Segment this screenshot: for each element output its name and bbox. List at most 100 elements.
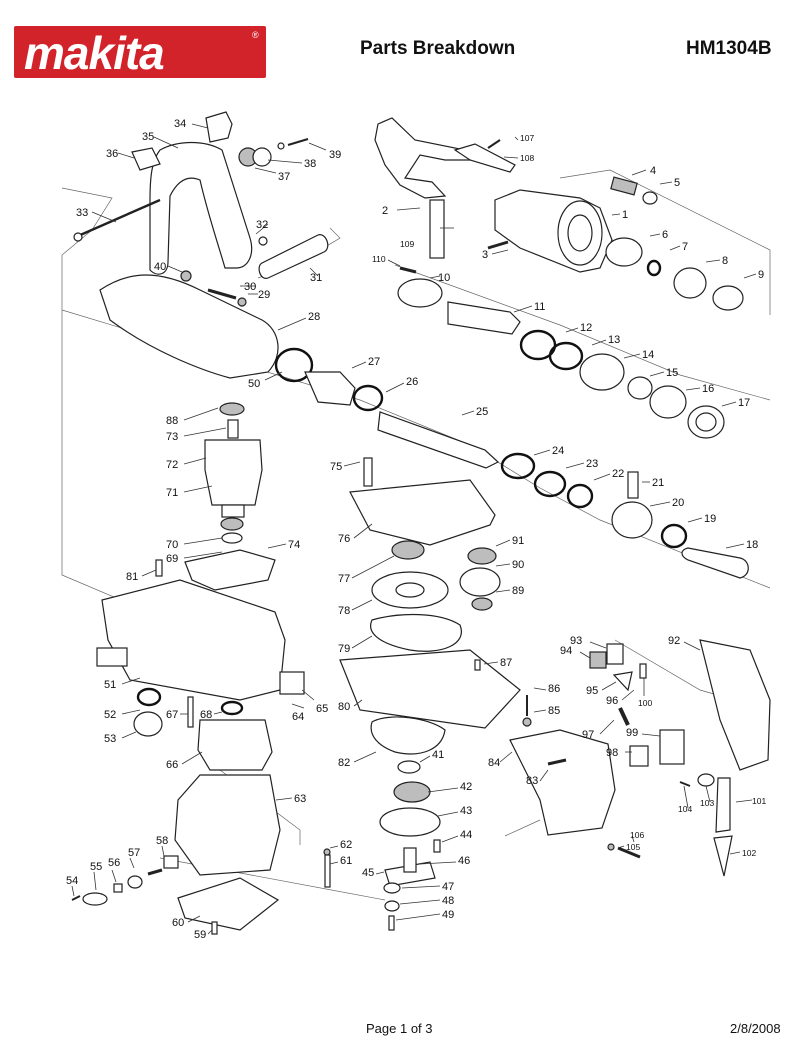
part-label: 29 <box>258 289 270 301</box>
part-label: 45 <box>362 867 374 879</box>
part-label: 19 <box>704 513 716 525</box>
handle-switch-assembly <box>509 639 771 877</box>
part-label: 11 <box>534 301 545 313</box>
part-label: 77 <box>338 573 350 585</box>
part-label: 76 <box>338 533 350 545</box>
page-title: Parts Breakdown <box>360 38 516 59</box>
part-label: 53 <box>104 733 116 745</box>
part-label: 28 <box>308 311 320 323</box>
document-date: 2/8/2008 <box>730 1021 781 1036</box>
part-label: 4 <box>650 165 656 177</box>
part-label: 106 <box>630 830 644 840</box>
part-label: 56 <box>108 857 120 869</box>
part-label: 85 <box>548 705 560 717</box>
part-label: 57 <box>128 847 140 859</box>
part-label: 36 <box>106 148 118 160</box>
part-label: 33 <box>76 207 88 219</box>
part-label: 94 <box>560 645 572 657</box>
makita-logo: makita ® <box>14 26 266 78</box>
part-label: 20 <box>672 497 684 509</box>
part-label: 21 <box>652 477 664 489</box>
part-label: 89 <box>512 585 524 597</box>
part-label: 71 <box>166 487 178 499</box>
part-label: 84 <box>488 757 500 769</box>
part-label: 27 <box>368 356 380 368</box>
part-label: 103 <box>700 798 714 808</box>
part-label: 3 <box>482 249 488 261</box>
part-label: 61 <box>340 855 352 867</box>
part-label: 1 <box>622 209 628 221</box>
part-label: 83 <box>526 775 538 787</box>
part-label: 107 <box>520 133 534 143</box>
part-label: 25 <box>476 406 488 418</box>
part-label: 62 <box>340 839 352 851</box>
part-labels: 34 35 36 39 38 37 33 32 31 40 30 29 28 5… <box>66 118 766 941</box>
part-label: 26 <box>406 376 418 388</box>
registered-mark: ® <box>252 30 259 40</box>
part-label: 60 <box>172 917 184 929</box>
gear-assembly <box>339 457 521 931</box>
part-label: 109 <box>400 239 414 249</box>
part-label: 90 <box>512 559 524 571</box>
part-label: 6 <box>662 229 668 241</box>
part-label: 72 <box>166 459 178 471</box>
part-label: 92 <box>668 635 680 647</box>
part-label: 52 <box>104 709 116 721</box>
part-label: 23 <box>586 458 598 470</box>
part-label: 69 <box>166 553 178 565</box>
part-label: 46 <box>458 855 470 867</box>
barrel-assembly <box>99 274 749 579</box>
part-label: 75 <box>330 461 342 473</box>
part-label: 74 <box>288 539 300 551</box>
part-label: 105 <box>626 842 640 852</box>
part-label: 24 <box>552 445 564 457</box>
part-label: 50 <box>248 378 260 390</box>
part-label: 47 <box>442 881 454 893</box>
part-label: 7 <box>682 241 688 253</box>
model-number: HM1304B <box>686 38 772 59</box>
part-label: 79 <box>338 643 350 655</box>
motor-housing <box>71 579 331 935</box>
part-label: 81 <box>126 571 138 583</box>
part-label: 34 <box>174 118 186 130</box>
part-label: 15 <box>666 367 678 379</box>
part-label: 18 <box>746 539 758 551</box>
part-label: 16 <box>702 383 714 395</box>
part-label: 73 <box>166 431 178 443</box>
part-label: 49 <box>442 909 454 921</box>
part-label: 58 <box>156 835 168 847</box>
part-label: 70 <box>166 539 178 551</box>
part-label: 14 <box>642 349 654 361</box>
part-label: 96 <box>606 695 618 707</box>
part-label: 10 <box>438 272 450 284</box>
leader-lines <box>71 123 757 935</box>
part-label: 48 <box>442 895 454 907</box>
part-label: 40 <box>154 261 166 273</box>
part-label: 86 <box>548 683 560 695</box>
part-label: 44 <box>460 829 472 841</box>
part-label: 13 <box>608 334 620 346</box>
part-label: 38 <box>304 158 316 170</box>
part-label: 9 <box>758 269 764 281</box>
makita-wordmark: makita <box>24 27 164 78</box>
part-label: 66 <box>166 759 178 771</box>
part-label: 67 <box>166 709 178 721</box>
part-label: 64 <box>292 711 304 723</box>
part-label: 91 <box>512 535 524 547</box>
part-label: 78 <box>338 605 350 617</box>
part-label: 104 <box>678 804 692 814</box>
part-label: 99 <box>626 727 638 739</box>
part-label: 54 <box>66 875 78 887</box>
part-label: 95 <box>586 685 598 697</box>
part-label: 5 <box>674 177 680 189</box>
page-indicator: Page 1 of 3 <box>366 1021 433 1036</box>
part-label: 80 <box>338 701 350 713</box>
part-label: 22 <box>612 468 624 480</box>
part-label: 51 <box>104 679 116 691</box>
part-label: 102 <box>742 848 756 858</box>
part-label: 42 <box>460 781 472 793</box>
part-label: 39 <box>329 149 341 161</box>
part-label: 65 <box>316 703 328 715</box>
part-label: 12 <box>580 322 592 334</box>
part-label: 55 <box>90 861 102 873</box>
